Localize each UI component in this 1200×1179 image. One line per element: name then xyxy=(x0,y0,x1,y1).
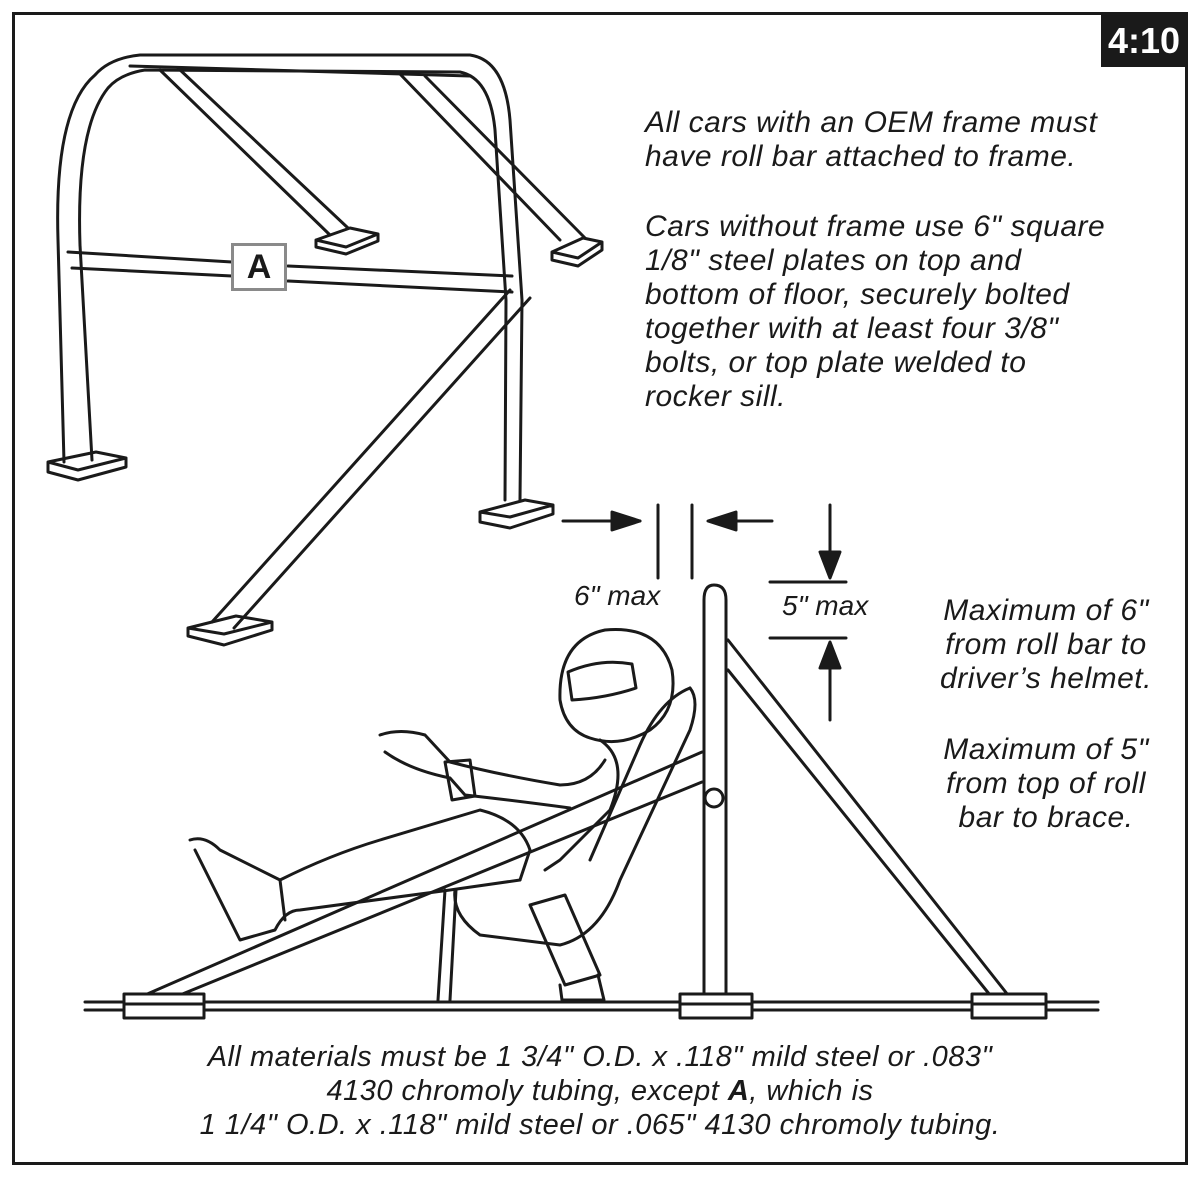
text-line: from roll bar to xyxy=(945,628,1147,661)
text-line: Cars without frame use 6" square xyxy=(645,210,1106,243)
text-line: bolts, or top plate welded to xyxy=(645,346,1027,379)
text-line: bar to brace. xyxy=(958,801,1134,834)
text-line: driver’s helmet. xyxy=(940,662,1152,695)
part-label-a: A xyxy=(231,243,287,291)
text-line: from top of roll xyxy=(946,767,1146,800)
text-line: have roll bar attached to frame. xyxy=(645,140,1077,173)
text-line: together with at least four 3/8" xyxy=(645,312,1059,345)
roll-bar-drawing xyxy=(46,53,604,647)
diagram-border xyxy=(12,12,1188,1165)
text-line: 4130 chromoly tubing, except A, which is xyxy=(60,1074,1140,1108)
text-line: bottom of floor, securely bolted xyxy=(645,278,1070,311)
driver-in-seat-drawing xyxy=(188,628,697,1002)
text-line: All cars with an OEM frame must xyxy=(645,106,1098,139)
text-fragment: , which is xyxy=(749,1075,874,1107)
text-line: Maximum of 5" xyxy=(943,733,1149,766)
text-fragment: 4130 chromoly tubing, except xyxy=(326,1075,728,1107)
text-line: All materials must be 1 3/4" O.D. x .118… xyxy=(207,1041,993,1073)
no-frame-note: Cars without frame use 6" square 1/8" st… xyxy=(645,210,1105,414)
materials-note: All materials must be 1 3/4" O.D. x .118… xyxy=(60,1040,1140,1142)
text-line: 1 1/4" O.D. x .118" mild steel or .065" … xyxy=(199,1109,1001,1141)
text-line: 1/8" steel plates on top and xyxy=(645,244,1022,277)
helmet-gap-markers xyxy=(561,503,774,580)
helmet-distance-note: Maximum of 6" from roll bar to driver’s … xyxy=(930,594,1162,696)
figure-number-badge: 4:10 xyxy=(1101,14,1187,67)
oem-frame-note: All cars with an OEM frame must have rol… xyxy=(645,106,1097,174)
text-line: rocker sill. xyxy=(645,380,787,413)
brace-gap-markers xyxy=(768,503,848,722)
part-a-reference: A xyxy=(727,1075,750,1107)
brace-distance-note: Maximum of 5" from top of roll bar to br… xyxy=(930,733,1162,835)
side-view-roll-bar xyxy=(83,583,1100,1020)
text-line: Maximum of 6" xyxy=(943,594,1149,627)
brace-gap-label: 5" max xyxy=(782,590,869,621)
helmet-gap-label: 6" max xyxy=(574,580,661,611)
